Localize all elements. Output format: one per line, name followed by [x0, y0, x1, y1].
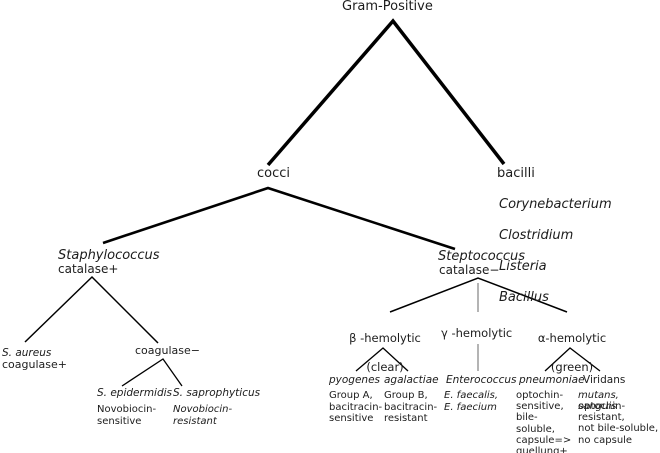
node-viridans: Viridans	[583, 374, 626, 386]
node-gram-positive: Gram-Positive	[342, 0, 433, 14]
alpha-hemolytic-label: α-hemolytic	[537, 330, 607, 345]
beta-hemolytic-appearance: (clear)	[366, 359, 404, 374]
edge-cocci-to-staph-and-strep	[102, 186, 456, 251]
node-agalactiae: agalactiae	[384, 374, 439, 386]
s-aureus-coagulase-trait: coagulase+	[2, 358, 67, 371]
bacilli-genera-list: Corynebacterium Clostridium Listeria Bac…	[499, 182, 612, 321]
node-alpha-hemolytic: α-hemolytic (green)	[530, 316, 614, 389]
steptococcus-catalase-test: catalase−	[439, 263, 500, 277]
viridans-traits: optochin- resistant, not bile-soluble, n…	[578, 401, 659, 446]
s-saprophyticus-novobiocin-trait: Novobiocin- resistant	[173, 404, 233, 427]
edge-alpha-to-pneumoniae-and-viridans	[544, 347, 601, 372]
edge-staph-to-aureus-and-coagneg	[24, 275, 159, 344]
edge-coagneg-to-epidermidis-and-saprophyticus	[121, 358, 183, 387]
edge-strep-to-beta-and-alpha	[389, 277, 568, 313]
s-epidermidis-novobiocin-trait: Novobiocin- sensitive	[97, 404, 157, 427]
pneumoniae-traits: optochin- sensitive, bile- soluble, caps…	[516, 390, 572, 453]
node-s-aureus: S. aureus	[2, 347, 52, 359]
enterococcus-species-list: E. faecalis, E. faecium	[444, 390, 499, 413]
node-enterococcus: Enterococcus	[446, 374, 517, 386]
pyogenes-traits: Group A, bacitracin- sensitive	[329, 390, 383, 424]
node-cocci: cocci	[257, 166, 291, 181]
alpha-hemolytic-appearance: (green)	[550, 359, 594, 374]
edge-root-to-cocci-and-bacilli	[266, 18, 506, 167]
node-bacilli: bacilli	[497, 166, 535, 181]
node-s-epidermidis: S. epidermidis	[97, 387, 173, 399]
agalactiae-traits: Group B, bacitracin- resistant	[384, 390, 438, 424]
node-gamma-hemolytic: γ -hemolytic	[441, 326, 513, 340]
node-beta-hemolytic: β -hemolytic (clear)	[343, 316, 427, 389]
node-steptococcus: Steptococcus	[438, 249, 526, 264]
node-coagulase-negative: coagulase−	[135, 344, 200, 357]
node-pyogenes: pyogenes	[329, 374, 381, 386]
staphylococcus-catalase-test: catalase+	[58, 262, 119, 276]
node-s-saprophyticus: S. saprophyticus	[173, 387, 261, 399]
beta-hemolytic-label: β -hemolytic	[349, 330, 421, 345]
node-staphylococcus: Staphylococcus	[58, 248, 160, 263]
bacilli-genus-bacillus: Bacillus	[499, 289, 549, 305]
bacilli-genus-corynebacterium: Corynebacterium	[499, 197, 612, 213]
edge-beta-to-pyogenes-and-agalactiae	[355, 347, 409, 372]
bacilli-genus-listeria: Listeria	[499, 259, 547, 275]
node-pneumoniae: pneumoniae	[519, 374, 585, 386]
viridans-species-list: mutans, sanguis	[578, 390, 619, 413]
bacilli-genus-clostridium: Clostridium	[499, 228, 574, 244]
